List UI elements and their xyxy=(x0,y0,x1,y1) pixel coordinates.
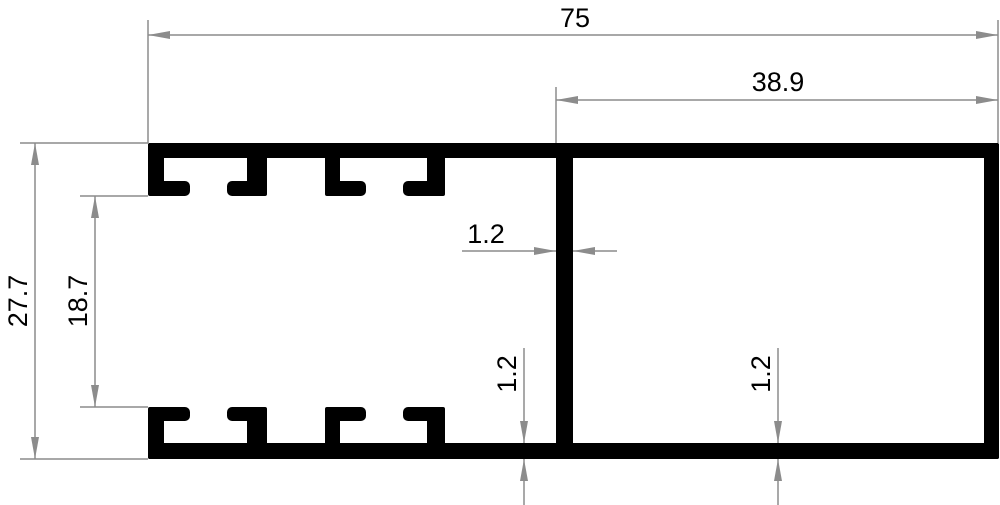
dimension-label: 1.2 xyxy=(467,219,505,249)
dimension-label: 1.2 xyxy=(492,355,522,393)
dimension-bottom-wall-left: 1.2 xyxy=(492,348,528,505)
dimension-label: 75 xyxy=(560,3,590,33)
dimension-label: 27.7 xyxy=(3,275,33,328)
dimension-overall-height: 27.7 xyxy=(3,143,39,459)
dimension-bottom-wall-right: 1.2 xyxy=(746,348,782,505)
dimension-middle-wall-thickness: 1.2 xyxy=(462,219,617,255)
dimension-label: 1.2 xyxy=(746,355,776,393)
dimension-overall-width: 75 xyxy=(148,3,998,39)
dimension-label: 38.9 xyxy=(752,67,805,97)
extension-lines xyxy=(20,20,999,460)
dimension-slot-height: 18.7 xyxy=(63,196,99,407)
dimension-right-chamber-width: 38.9 xyxy=(556,67,998,104)
dimension-label: 18.7 xyxy=(63,275,93,328)
aluminium-profile xyxy=(148,143,999,459)
